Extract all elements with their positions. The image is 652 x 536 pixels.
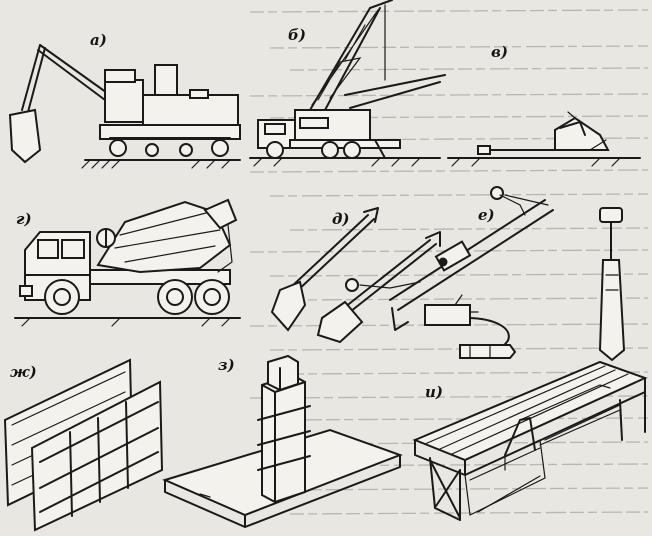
bleed-through-line	[289, 511, 649, 515]
bleed-through-line	[249, 323, 649, 327]
bleed-through-line	[289, 227, 649, 231]
label-zh: ж)	[10, 363, 37, 381]
bleed-through-line	[289, 297, 649, 301]
label-b: б)	[288, 26, 306, 44]
bleed-through-line	[269, 273, 649, 277]
label-d: д)	[332, 210, 350, 228]
label-e: е)	[478, 206, 495, 224]
label-i: и)	[425, 383, 444, 401]
label-v: в)	[491, 43, 508, 61]
label-g: г)	[16, 210, 32, 228]
label-z: з)	[218, 356, 235, 374]
bleed-through-line	[269, 45, 649, 49]
bleed-through-line	[249, 93, 649, 97]
bleed-through-line	[249, 169, 649, 173]
bleed-through-line	[269, 417, 649, 421]
label-a: а)	[90, 31, 107, 49]
bleed-through-line	[249, 249, 649, 253]
bleed-through-line	[289, 67, 649, 71]
bleed-through-line	[269, 193, 649, 197]
bleed-through-line	[249, 9, 649, 13]
